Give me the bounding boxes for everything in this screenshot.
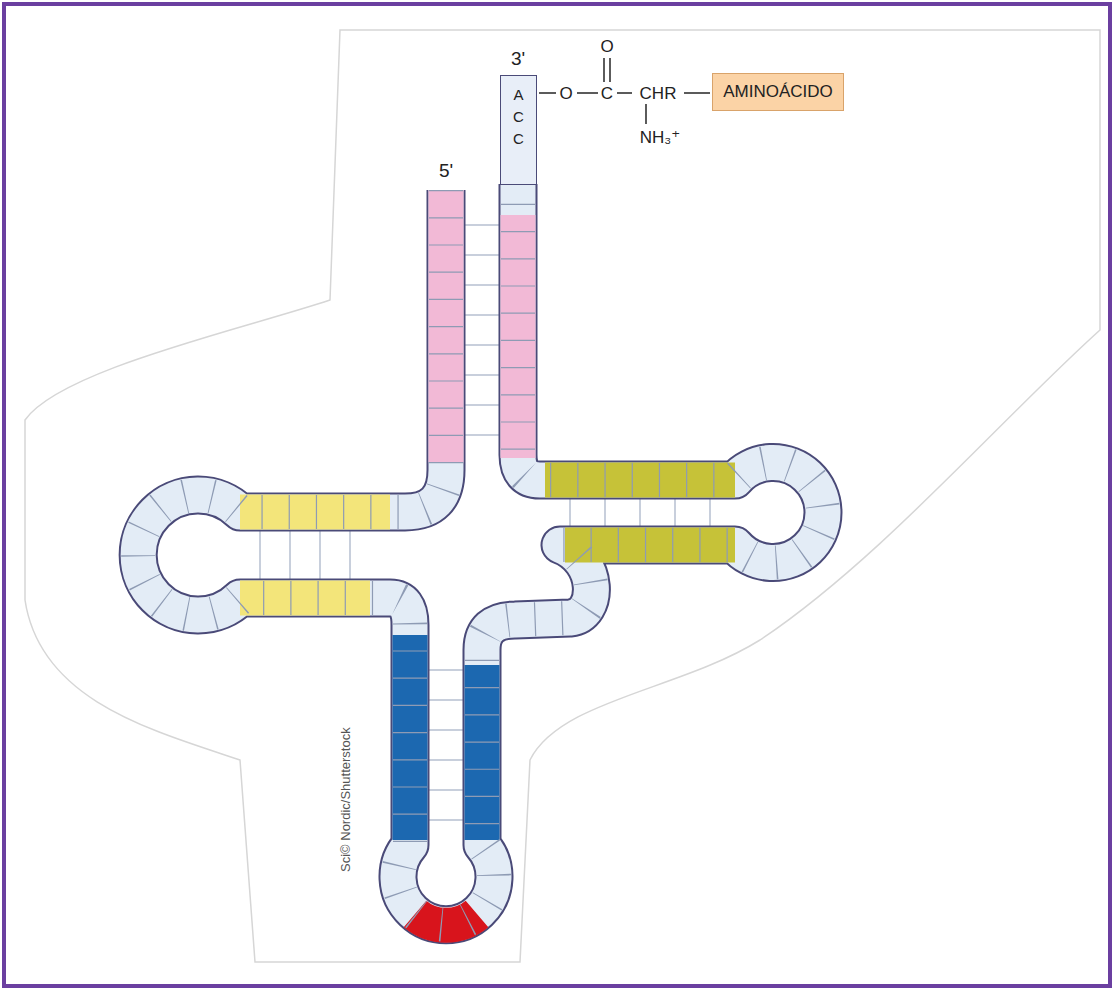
alpha-carbon-group: CHR (640, 85, 677, 102)
t-arm (545, 480, 735, 545)
chemical-bonds (539, 58, 710, 124)
background-blob (25, 30, 1100, 962)
ester-oxygen: O (559, 85, 572, 102)
node-label: AMINOÁCIDO (723, 82, 833, 102)
frame (4, 4, 1110, 986)
amino-group: NH₃⁺ (640, 129, 680, 146)
credit-watermark: Sci© Nordic/Shutterstock (338, 727, 353, 872)
five-prime-end: 5' (439, 161, 453, 180)
amino-acid-box: AMINOÁCIDO (712, 73, 844, 111)
carbon-atom: C (601, 85, 613, 102)
anticodon-stem (410, 635, 482, 840)
nucleotide-ticks (138, 184, 823, 925)
nucleotide-letters: A C C (511, 84, 526, 150)
three-prime-end: 3' (511, 49, 525, 68)
acceptor-end-box: A C C (500, 75, 537, 185)
carbonyl-oxygen: O (600, 38, 613, 55)
rna-backbone (138, 184, 823, 925)
